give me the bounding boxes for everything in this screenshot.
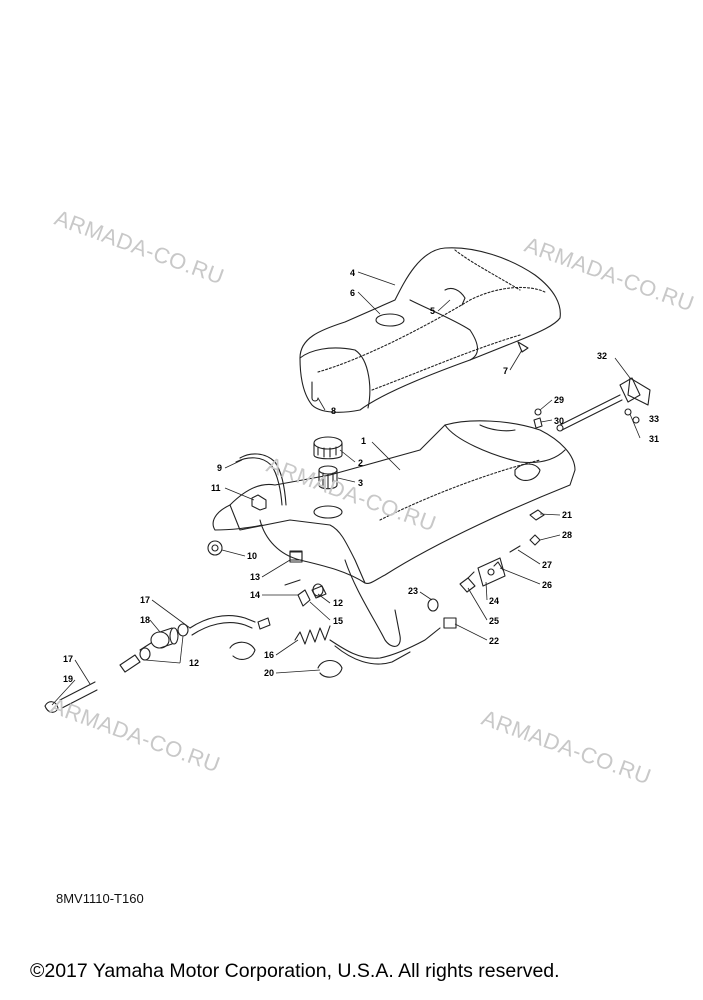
callout-15: 15 [333, 616, 343, 626]
callout-14: 14 [250, 590, 260, 600]
callout-12a: 12 [333, 598, 343, 608]
lever-assembly [556, 377, 651, 432]
grommet [207, 540, 223, 556]
end-fitting [44, 701, 59, 713]
fuel-valve [297, 589, 311, 607]
callout-7: 7 [503, 366, 508, 376]
fuel-tank [212, 420, 576, 647]
callout-13: 13 [250, 572, 260, 582]
label [289, 550, 303, 561]
callout-1: 1 [361, 436, 366, 446]
grommet-23 [427, 598, 439, 612]
callout-24: 24 [489, 596, 499, 606]
callout-8: 8 [331, 406, 336, 416]
callout-4: 4 [350, 268, 355, 278]
diagram-code: 8MV1110-T160 [56, 891, 144, 906]
fitting [251, 494, 267, 511]
callout-23: 23 [408, 586, 418, 596]
callout-labels: 1 2 3 4 5 6 7 8 9 10 11 12 12 12 13 14 1… [63, 268, 659, 684]
callout-17b: 17 [63, 654, 73, 664]
callout-9: 9 [217, 463, 222, 473]
callout-28: 28 [562, 530, 572, 540]
callout-17a: 17 [140, 595, 150, 605]
callout-19: 19 [63, 674, 73, 684]
callout-32: 32 [597, 351, 607, 361]
cable [329, 627, 441, 659]
callout-21: 21 [562, 510, 572, 520]
callout-16: 16 [264, 650, 274, 660]
filler-neck [318, 465, 338, 490]
callout-3: 3 [358, 478, 363, 488]
callout-29: 29 [554, 395, 564, 405]
callout-20: 20 [264, 668, 274, 678]
spring [294, 625, 331, 645]
fuel-cap [313, 436, 343, 460]
vent-hose [239, 453, 287, 506]
callout-31: 31 [649, 434, 659, 444]
callout-25: 25 [489, 616, 499, 626]
callout-5: 5 [430, 306, 435, 316]
seat-hook [311, 381, 319, 402]
copyright: ©2017 Yamaha Motor Corporation, U.S.A. A… [30, 960, 560, 982]
fuel-hose [189, 615, 256, 629]
callout-12b: 12 [189, 658, 199, 668]
callout-33: 33 [649, 414, 659, 424]
bracket [477, 557, 506, 587]
callout-26: 26 [542, 580, 552, 590]
callout-11: 11 [211, 483, 221, 493]
seat-clip [517, 341, 529, 353]
callout-10: 10 [247, 551, 257, 561]
callout-18: 18 [140, 615, 150, 625]
clip-ring [229, 641, 256, 660]
callout-27: 27 [542, 560, 552, 570]
callout-6: 6 [350, 288, 355, 298]
callout-30: 30 [554, 416, 564, 426]
callout-22: 22 [489, 636, 499, 646]
seat [299, 247, 561, 413]
callout-2: 2 [358, 458, 363, 468]
switch [459, 577, 476, 593]
